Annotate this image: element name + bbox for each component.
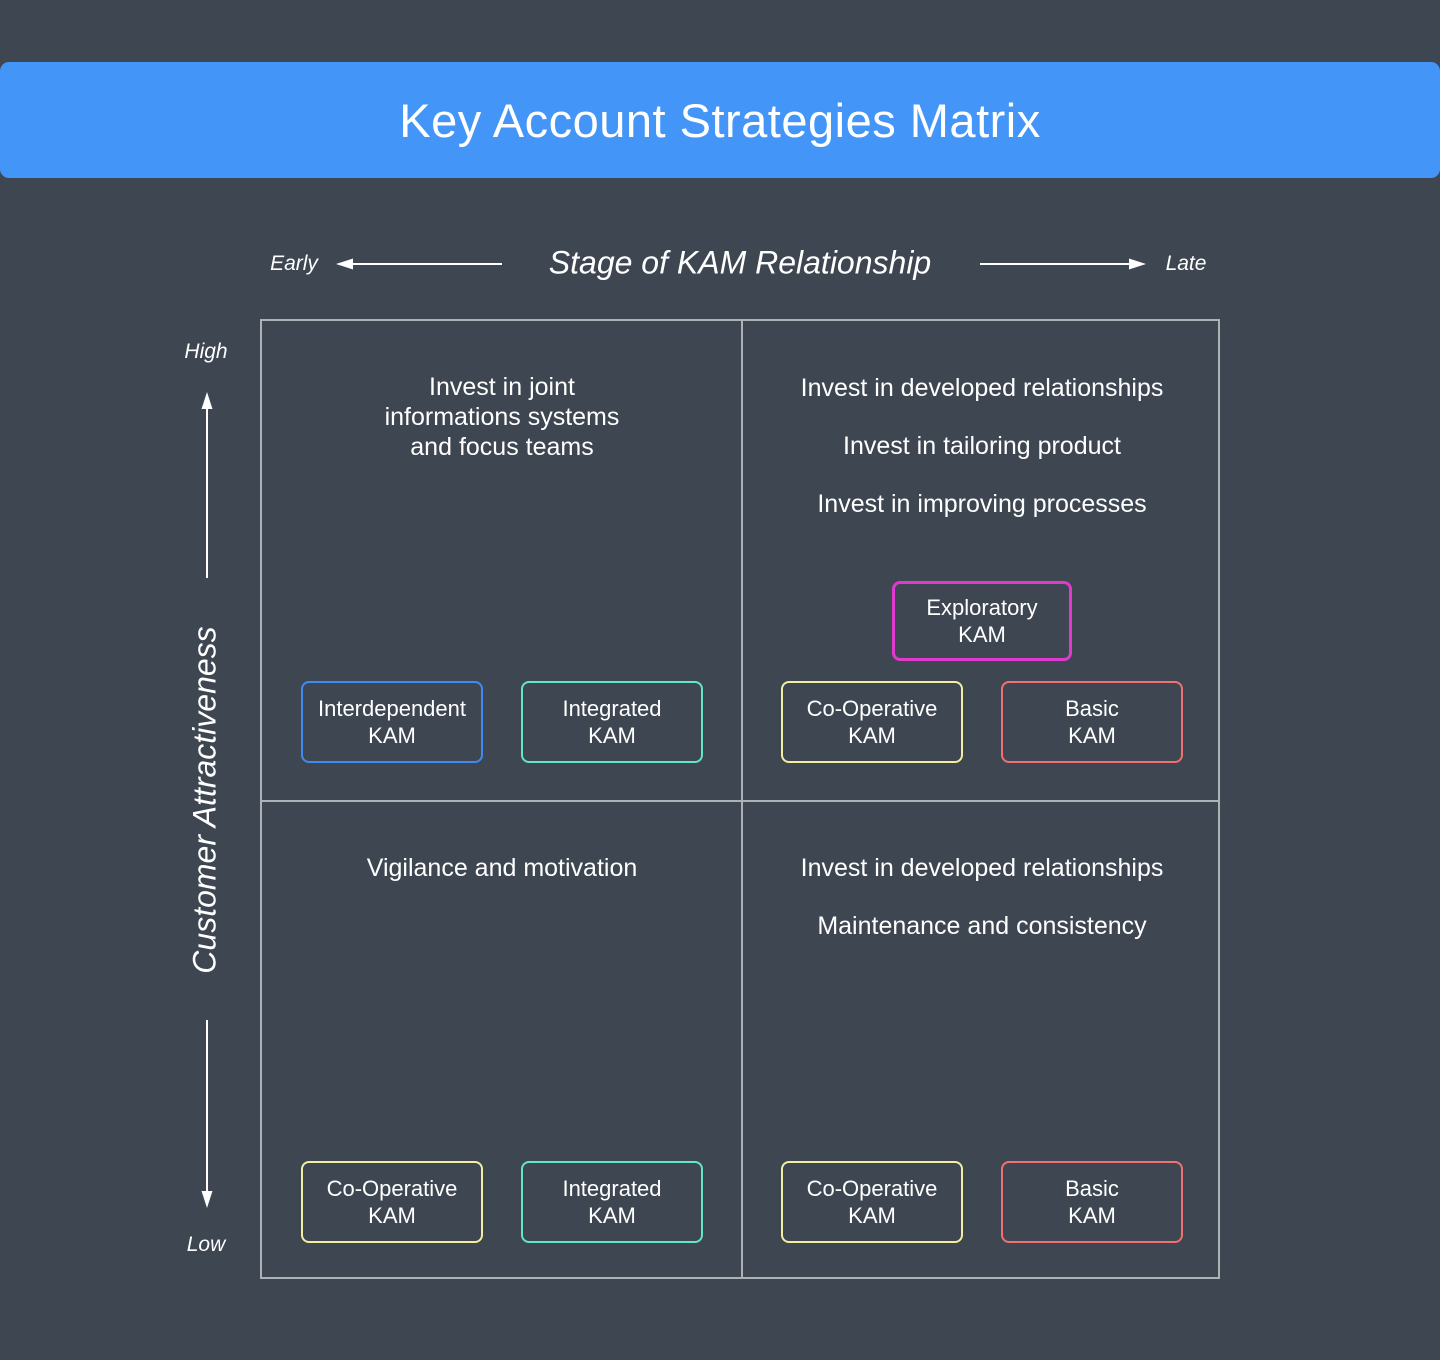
y-axis-max-label: High [184,340,228,363]
statement-line: Invest in tailoring product [843,432,1121,460]
kam-box-basic-bottom-right: Basic KAM [1001,1161,1183,1243]
kam-box-exploratory: Exploratory KAM [892,581,1072,661]
arrow-down-icon [200,1020,214,1213]
y-axis-min-label: Low [186,1233,226,1256]
x-axis-min-label: Early [270,252,318,275]
kam-box-cooperative-bottom-left: Co-Operative KAM [301,1161,483,1243]
kam-box-label: Basic [1065,1176,1119,1201]
statement-line: informations systems [384,403,620,431]
kam-box-label: KAM [588,723,636,748]
kam-box-label: KAM [958,622,1006,647]
kam-box-label: KAM [588,1203,636,1228]
kam-box-label: Integrated [562,696,662,721]
statement-line: Invest in developed relationships [800,854,1164,882]
kam-box-integrated-top: Integrated KAM [521,681,703,763]
kam-box-integrated-bottom: Integrated KAM [521,1161,703,1243]
statement-line: Maintenance and consistency [817,912,1147,940]
quadrant-bottom-left-text: Vigilance and motivation [262,853,742,883]
title-banner: Key Account Strategies Matrix [0,62,1440,178]
x-axis-max-label: Late [1165,252,1207,275]
statement-line: Invest in improving processes [817,490,1147,518]
kam-box-cooperative-bottom-right: Co-Operative KAM [781,1161,963,1243]
arrow-right-icon [980,257,1146,276]
statement-line: Invest in joint [429,373,575,401]
kam-box-label: Co-Operative [806,1176,938,1201]
quadrant-top-left-text: Invest in joint informations systems and… [262,372,742,462]
statement-line: Vigilance and motivation [366,854,638,882]
kam-box-label: KAM [1068,1203,1116,1228]
kam-box-label: KAM [368,723,416,748]
y-axis-label: Customer Attractiveness [186,626,223,974]
kam-box-label: Interdependent [317,696,467,721]
kam-box-basic-top-right: Basic KAM [1001,681,1183,763]
statement-line: Invest in developed relationships [800,374,1164,402]
kam-box-label: Basic [1065,696,1119,721]
page-title: Key Account Strategies Matrix [399,93,1041,147]
x-axis-label: Stage of KAM Relationship [548,244,932,281]
quadrant-bottom-right-text: Invest in developed relationships Mainte… [742,839,1222,955]
matrix-grid: Invest in joint informations systems and… [260,319,1220,1279]
kam-box-label: Co-Operative [326,1176,458,1201]
arrow-up-icon [200,392,214,583]
kam-box-label: KAM [1068,723,1116,748]
kam-box-label: Exploratory [926,595,1038,620]
kam-box-label: KAM [848,723,896,748]
kam-box-label: KAM [848,1203,896,1228]
kam-box-label: KAM [368,1203,416,1228]
kam-box-label: Integrated [562,1176,662,1201]
kam-box-cooperative-top-right: Co-Operative KAM [781,681,963,763]
statement-line: and focus teams [410,433,594,461]
kam-box-label: Co-Operative [806,696,938,721]
quadrant-top-right-text: Invest in developed relationships Invest… [742,359,1222,533]
kam-box-interdependent: Interdependent KAM [301,681,483,763]
matrix-horizontal-divider [262,800,1218,802]
matrix-vertical-divider [741,321,743,1277]
arrow-left-icon [336,257,502,276]
